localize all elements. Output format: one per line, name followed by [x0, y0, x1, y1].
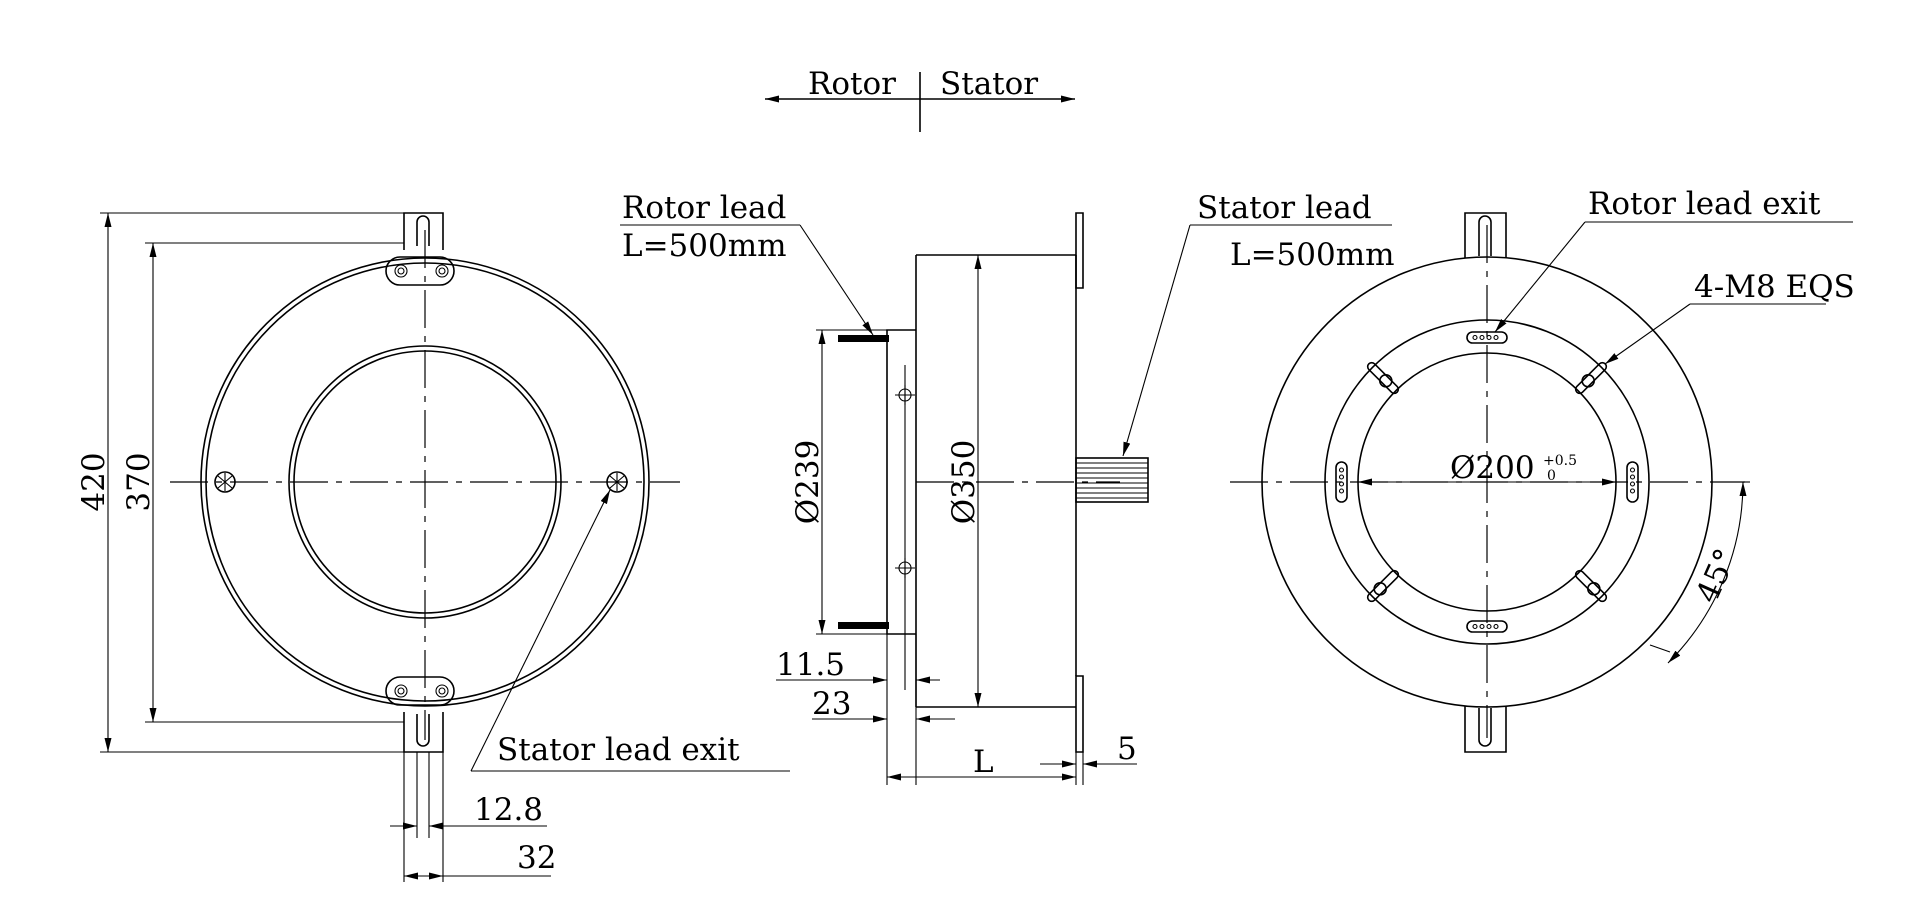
side-view-middle: Rotor lead L=500mm Stator lead L=500mm Ø…: [620, 190, 1395, 785]
stator-lead-exit-label: Stator lead exit: [497, 732, 740, 768]
rotor-lead-slot-bottom: [1466, 620, 1508, 633]
dim-flange-5: 5: [1117, 731, 1137, 767]
dim-23: 23: [812, 686, 851, 722]
stator-lead-label: Stator lead: [1197, 190, 1372, 226]
tolerance-upper: +0.5: [1543, 453, 1577, 469]
dim-mount-370: 370: [121, 452, 157, 511]
m8-hole-sw: [1366, 569, 1400, 603]
holes-spec-label: 4-M8 EQS: [1694, 269, 1855, 305]
dim-tab-32: 32: [517, 840, 556, 876]
rotor-lead-length: L=500mm: [622, 228, 787, 264]
rotor-lead-label: Rotor lead: [622, 190, 786, 226]
rotor-side-label: Rotor: [808, 66, 896, 102]
rotor-lead-slot-top: [1466, 331, 1508, 344]
front-view-right: Ø200 +0.5 0 Rotor lead exit 4-M8 EQS 45°: [1230, 186, 1855, 753]
m8-hole-se: [1574, 569, 1608, 603]
stator-side-label: Stator: [940, 66, 1038, 102]
dim-bore-239: Ø239: [790, 440, 826, 525]
dim-slot-12-8: 12.8: [474, 792, 543, 828]
m8-hole-nw: [1366, 361, 1400, 395]
dim-11-5: 11.5: [776, 647, 845, 683]
rotor-stator-indicator: Rotor Stator: [765, 66, 1075, 132]
front-view-left: 420 370 Stator lead exit 12.8 32: [76, 212, 790, 882]
dim-inner-200: Ø200: [1450, 450, 1535, 486]
dim-angle-45: 45°: [1689, 544, 1744, 609]
rotor-lead-exit-label: Rotor lead exit: [1588, 186, 1821, 222]
rotor-lead-slot-left: [1335, 461, 1348, 503]
dim-length-l: L: [973, 744, 994, 780]
tolerance-lower: 0: [1547, 468, 1556, 484]
rotor-lead-slot-right: [1626, 461, 1639, 503]
dim-body-350: Ø350: [946, 440, 982, 525]
stator-lead-length: L=500mm: [1230, 237, 1395, 273]
dim-outer-420: 420: [76, 452, 112, 511]
